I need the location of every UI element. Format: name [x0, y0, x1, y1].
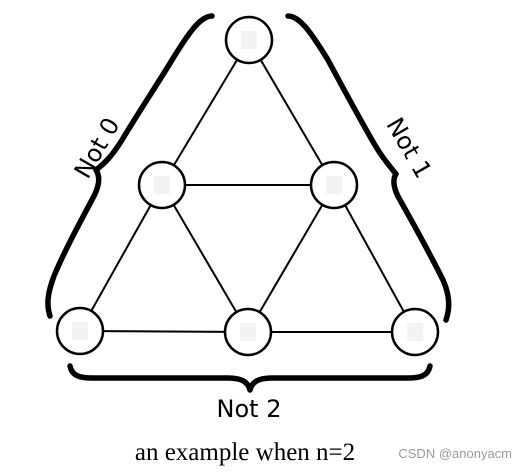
node-group: [55, 15, 440, 357]
node-bottom-mid: [223, 307, 273, 357]
brace-left: [45, 13, 215, 319]
edge-group: [79, 39, 416, 333]
edge-bottomleft-bottommid: [79, 330, 249, 333]
caption: an example when n=2: [135, 439, 355, 466]
brace-bottom: [67, 363, 433, 393]
brace-right: [285, 13, 452, 323]
label-not-2: Not 2: [217, 395, 282, 423]
edge-midleft-bottommid: [161, 184, 249, 333]
node-mid-right: [309, 160, 359, 210]
edge-midright-bottommid: [247, 184, 335, 333]
watermark: CSDN @anonyacm: [398, 446, 512, 461]
edge-top-midright: [248, 39, 335, 186]
node-mid-left: [137, 160, 187, 210]
edge-midleft-bottomleft: [79, 184, 163, 332]
label-not-1: Not 1: [381, 113, 438, 183]
node-top: [224, 15, 274, 65]
node-bottom-right: [390, 307, 440, 357]
edge-midright-bottomright: [333, 184, 416, 333]
edge-top-midleft: [161, 39, 250, 186]
node-bottom-left: [55, 306, 105, 356]
